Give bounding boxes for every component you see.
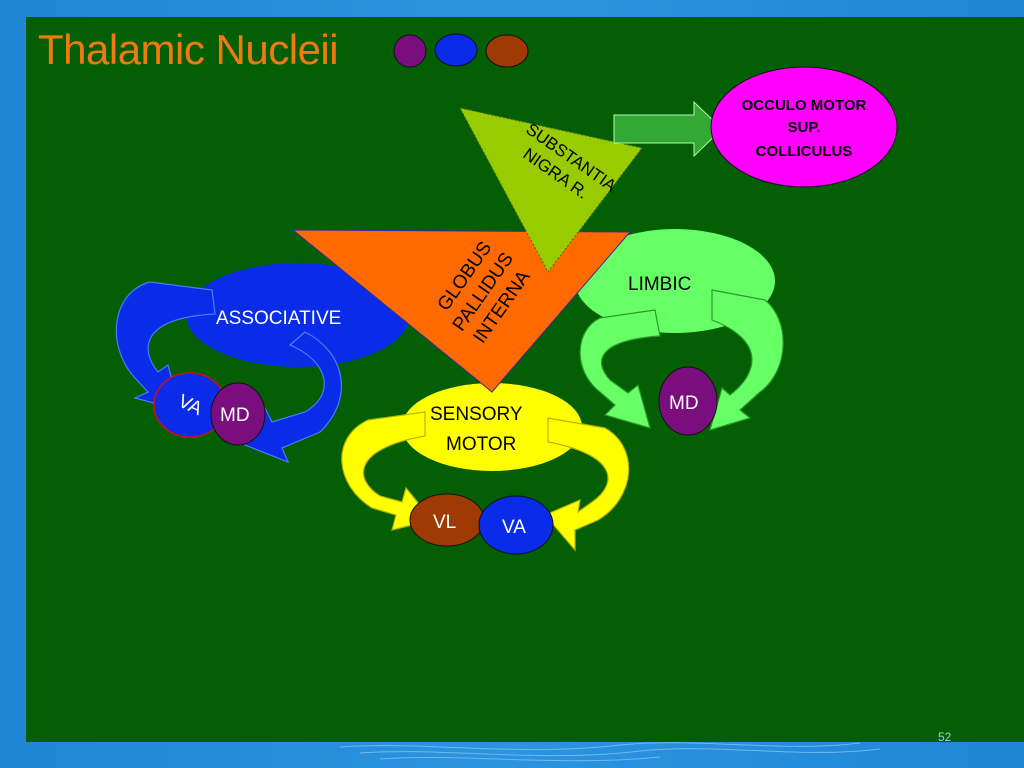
- limbic-md-label: MD: [669, 393, 699, 414]
- associative-label: ASSOCIATIVE: [216, 308, 341, 329]
- limbic-md-nucleus: [658, 366, 718, 436]
- legend-dot-blue: [434, 33, 478, 67]
- associative-md-label: MD: [220, 405, 250, 426]
- sensory-motor-label-line2: MOTOR: [446, 434, 516, 455]
- occulo-motor-ellipse: [710, 66, 898, 188]
- nigra-to-occulo-arrow: [613, 100, 723, 158]
- sensory-motor-label-line1: SENSORY: [430, 404, 523, 425]
- occulo-motor-line1: OCCULO MOTOR: [742, 97, 867, 114]
- limbic-label: LIMBIC: [628, 274, 691, 295]
- limbic-curved-arrow: [579, 289, 784, 431]
- legend-dot-purple: [393, 34, 427, 68]
- sensory-motor-va-label: VA: [502, 517, 526, 538]
- sensory-motor-ellipse: [402, 383, 582, 471]
- slide-title: Thalamic Nucleii: [38, 26, 339, 73]
- substantia-nigra-triangle: [459, 107, 643, 273]
- occulo-motor-line3: COLLICULUS: [756, 143, 853, 160]
- associative-md-nucleus: [210, 382, 266, 446]
- occulo-motor-line2: SUP.: [787, 119, 820, 136]
- globus-pallidus-triangle: [291, 229, 632, 393]
- associative-ellipse: [186, 263, 410, 367]
- slide-number: 52: [938, 730, 952, 744]
- sensory-motor-vl-label: VL: [433, 512, 456, 533]
- legend-dot-brown: [485, 34, 529, 68]
- associative-curved-arrow: [115, 281, 342, 464]
- legend-dots: [393, 33, 529, 68]
- decorative-waves: [339, 742, 881, 762]
- sensory-motor-va-nucleus: [478, 495, 554, 555]
